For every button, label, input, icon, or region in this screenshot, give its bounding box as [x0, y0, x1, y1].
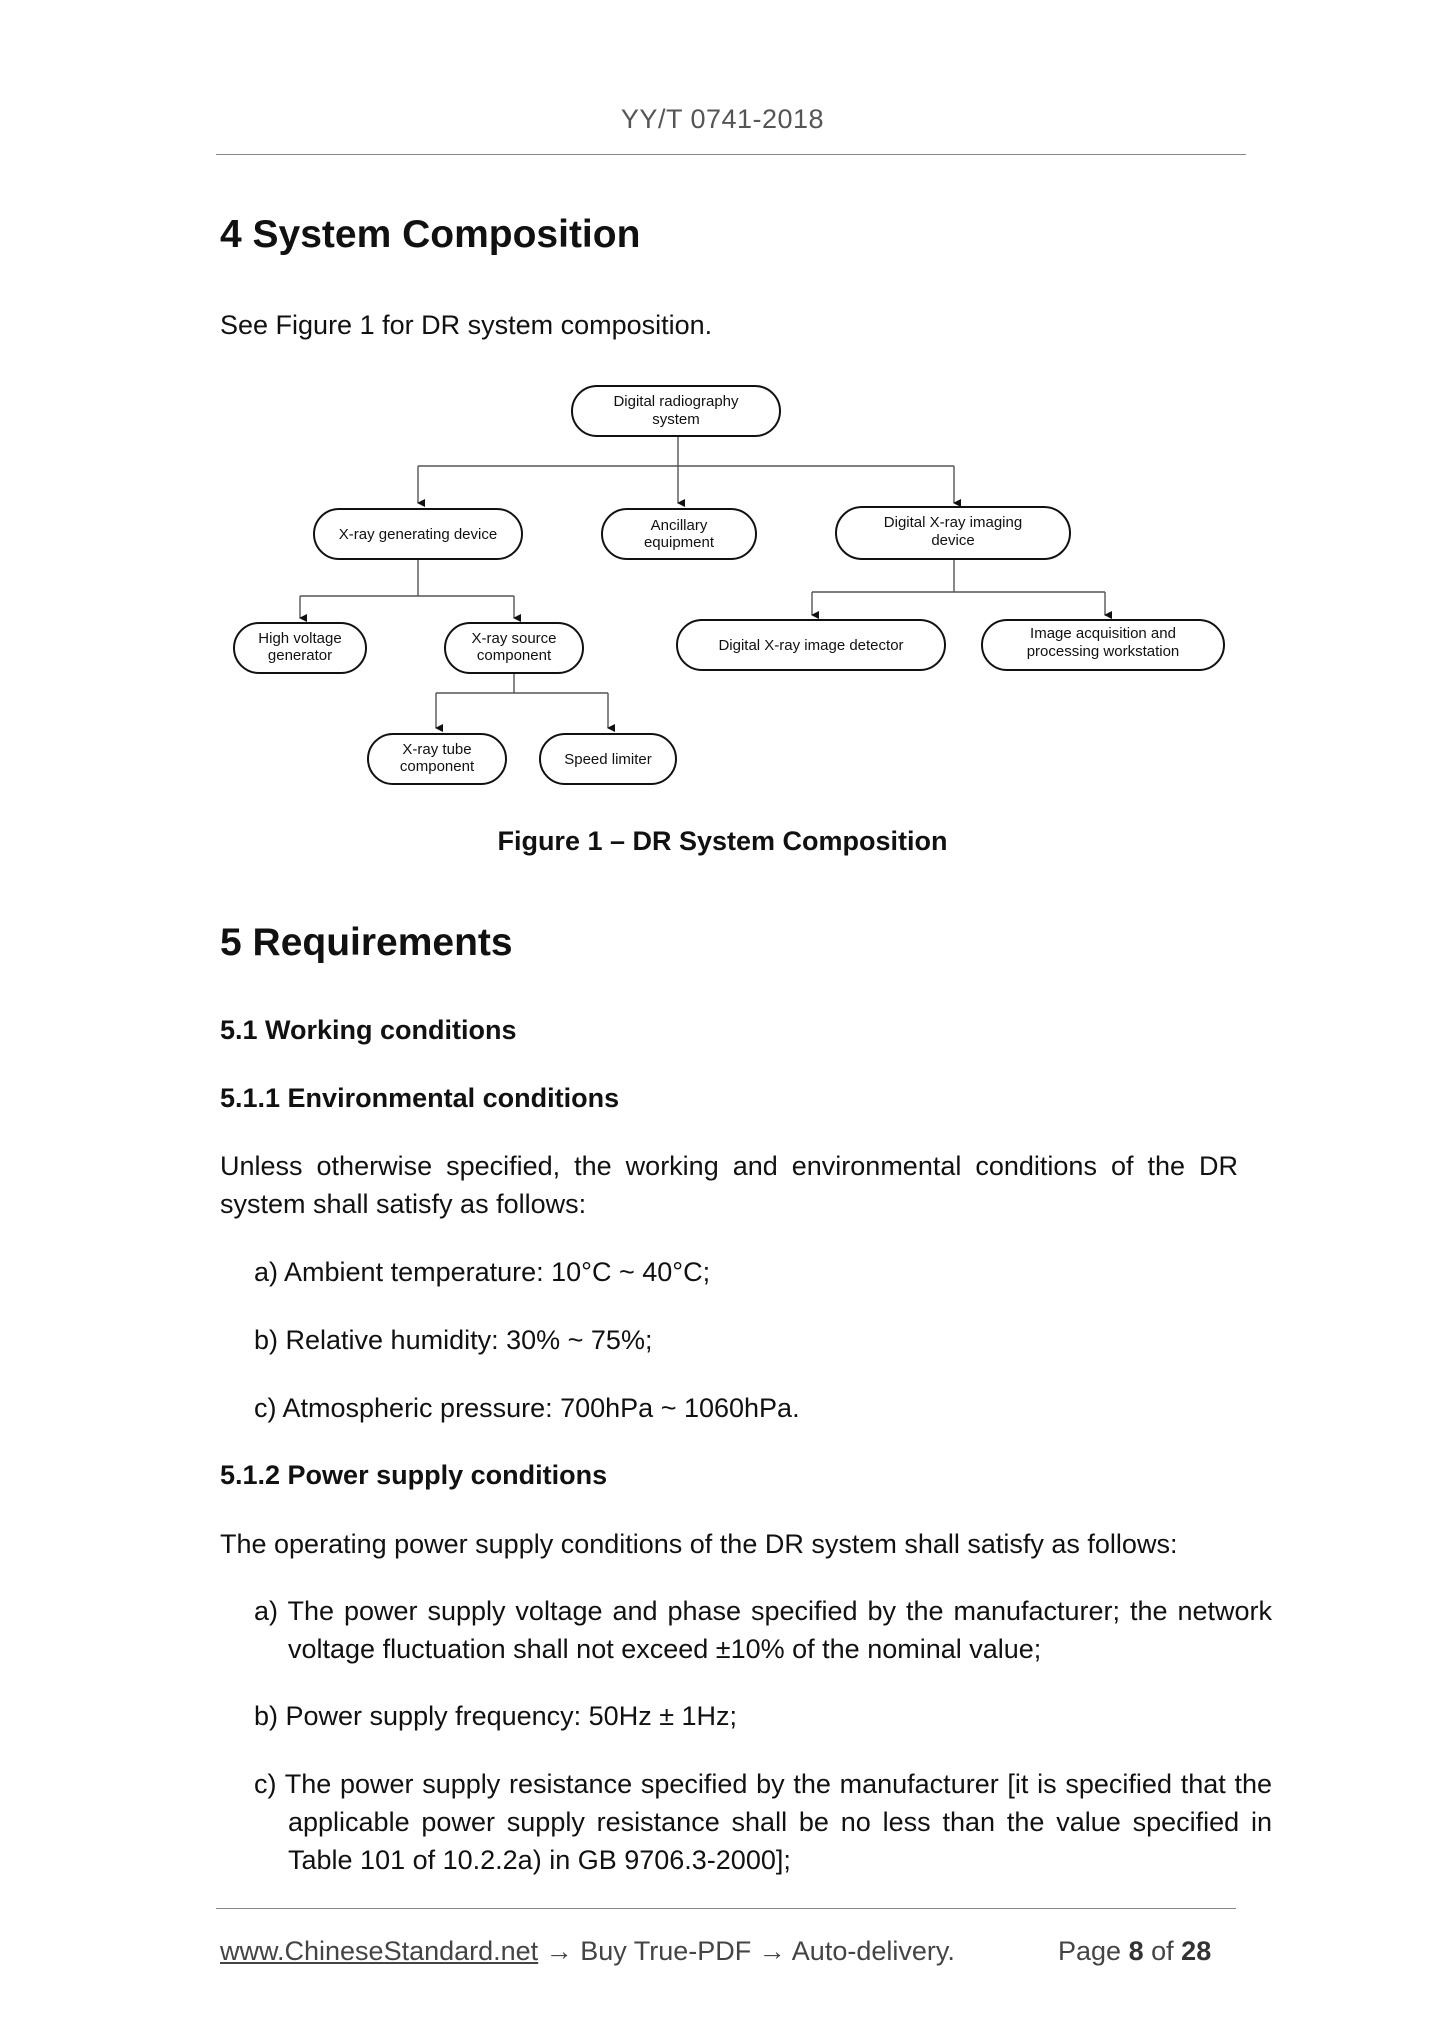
node-speed-limiter	[539, 733, 677, 785]
node-xray-tube-component	[367, 733, 507, 785]
node-xray-source-component	[444, 622, 584, 674]
node-hv-line1: High voltage	[258, 630, 341, 647]
page-indicator: Page 8 of 28	[1058, 1936, 1211, 1967]
dr-system-diagram: Digital radiography system X-ray generat…	[233, 385, 1225, 785]
node-ancillary-line1: Ancillary	[651, 517, 708, 534]
node-tube-line1: X-ray tube	[402, 741, 471, 758]
node-xray-generating-device	[313, 508, 523, 560]
node-root	[571, 385, 781, 437]
node-workstation-line2: processing workstation	[1027, 643, 1180, 660]
node-xray-gen-label: X-ray generating device	[339, 526, 497, 543]
page-total: 28	[1181, 1936, 1212, 1966]
section-5-title: 5 Requirements	[220, 921, 513, 964]
power-intro-paragraph: The operating power supply conditions of…	[220, 1529, 1178, 1559]
node-root-line1: Digital radiography	[613, 393, 739, 410]
node-image-acquisition-workstation	[981, 619, 1225, 671]
of-label: of	[1151, 1936, 1174, 1966]
footer-delivery-text: Auto-delivery.	[791, 1936, 955, 1966]
section-4-intro: See Figure 1 for DR system composition.	[220, 310, 713, 340]
arrow-icon: →	[758, 1936, 786, 1966]
page-label: Page	[1058, 1936, 1122, 1966]
document-id-header: YY/T 0741-2018	[620, 104, 825, 134]
section-4-title: 4 System Composition	[220, 213, 641, 256]
env-item-b: b) Relative humidity: 30% ~ 75%;	[254, 1325, 653, 1355]
heading-5-1-2: 5.1.2 Power supply conditions	[220, 1460, 608, 1490]
node-digital-imaging-line1: Digital X-ray imaging	[884, 514, 1022, 531]
node-digital-xray-imaging-device	[835, 506, 1071, 560]
node-tube-line2: component	[400, 758, 475, 775]
env-intro-paragraph: Unless otherwise specified, the working …	[220, 1151, 1238, 1219]
node-workstation-line1: Image acquisition and	[1030, 625, 1176, 642]
footer-site-link[interactable]: www.ChineseStandard.net	[220, 1936, 539, 1966]
arrow-icon: →	[545, 1936, 573, 1966]
power-item-b: b) Power supply frequency: 50Hz ± 1Hz;	[254, 1701, 738, 1731]
power-item-a: a) The power supply voltage and phase sp…	[254, 1596, 1272, 1664]
node-ancillary-line2: equipment	[644, 534, 715, 551]
node-ancillary-equipment	[601, 508, 757, 560]
env-item-a: a) Ambient temperature: 10°C ~ 40°C;	[254, 1257, 711, 1287]
node-root-line2: system	[652, 411, 700, 428]
power-item-c: c) The power supply resistance specified…	[254, 1769, 1272, 1875]
header-rule	[216, 154, 1246, 155]
node-digital-xray-image-detector	[676, 619, 946, 671]
footer-buy-text: Buy True-PDF	[580, 1936, 752, 1966]
node-high-voltage-generator	[233, 622, 367, 674]
heading-5-1: 5.1 Working conditions	[220, 1015, 517, 1045]
node-digital-imaging-line2: device	[931, 532, 974, 549]
node-speed-label: Speed limiter	[564, 751, 652, 768]
node-source-line2: component	[477, 647, 552, 664]
page-number: 8	[1128, 1936, 1144, 1966]
footer-rule	[216, 1908, 1236, 1909]
footer-promo: www.ChineseStandard.net → Buy True-PDF →…	[220, 1936, 955, 1967]
heading-5-1-1: 5.1.1 Environmental conditions	[220, 1083, 620, 1113]
node-detector-label: Digital X-ray image detector	[718, 637, 903, 654]
figure-caption: Figure 1 – DR System Composition	[497, 826, 948, 856]
node-hv-line2: generator	[268, 647, 332, 664]
env-item-c: c) Atmospheric pressure: 700hPa ~ 1060hP…	[254, 1393, 800, 1423]
node-source-line1: X-ray source	[471, 630, 556, 647]
